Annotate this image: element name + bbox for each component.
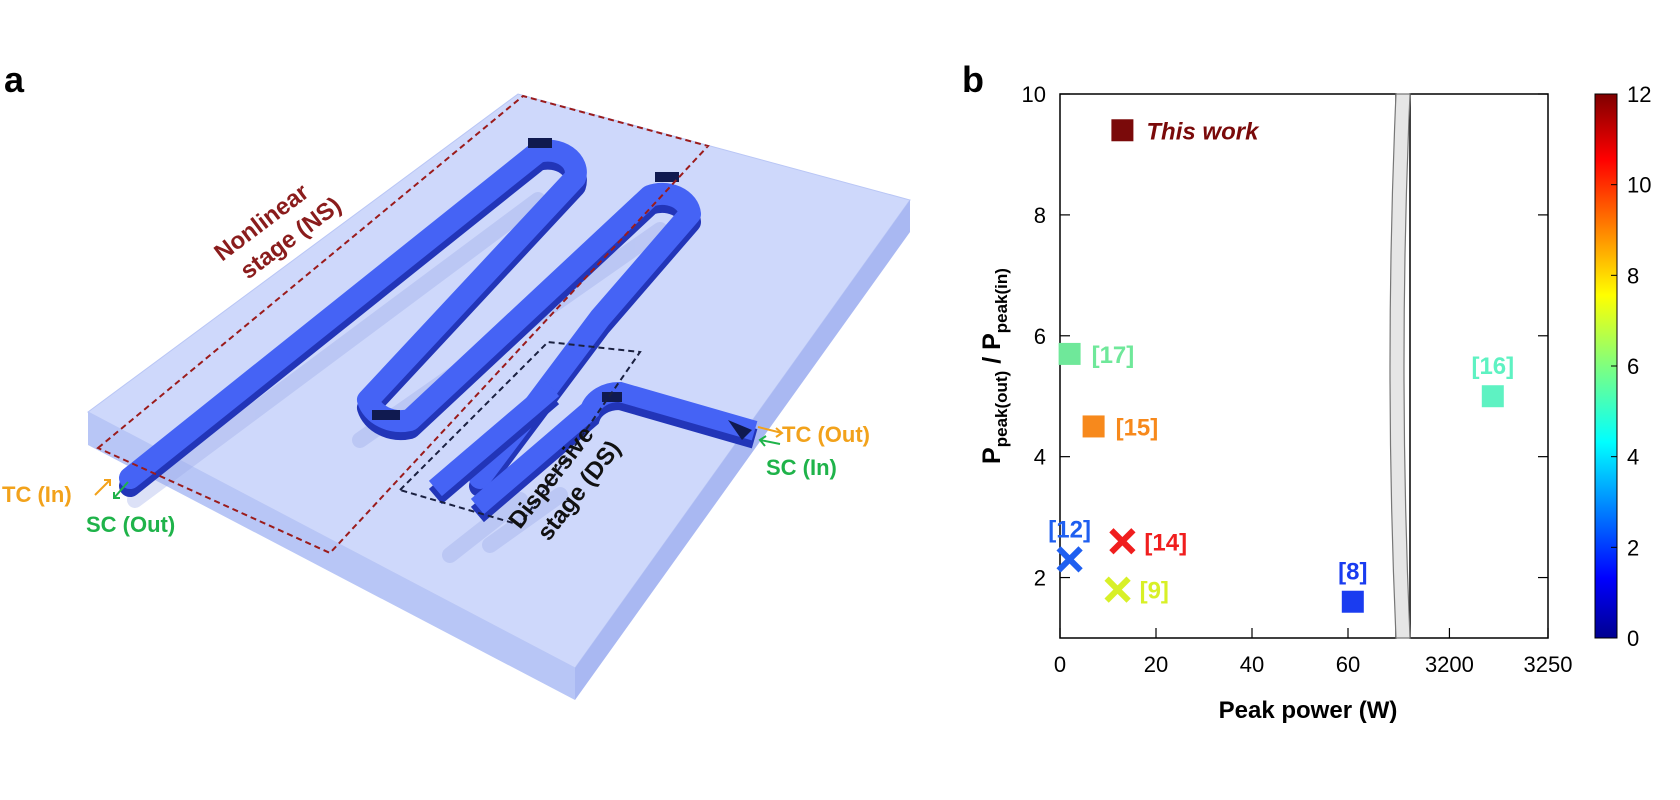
point-marker-square	[1111, 119, 1134, 142]
point-label: [9]	[1140, 578, 1169, 605]
y-axis-label-sub-in: peak(in)	[992, 268, 1011, 333]
y-axis-label-sub-out: peak(out)	[992, 371, 1011, 448]
bend-cap-3	[372, 410, 400, 420]
sc-in-label: SC (In)	[766, 455, 837, 480]
point-label: [15]	[1116, 414, 1159, 441]
point-label: [14]	[1144, 529, 1187, 556]
nonlinear-stage-box	[96, 94, 710, 555]
point-marker-square	[1481, 385, 1504, 408]
x-tick-label: 40	[1240, 652, 1264, 677]
axis-break	[1389, 93, 1411, 639]
colorbar-tick-label: 12	[1627, 82, 1651, 107]
colorbar-tick-label: 6	[1627, 354, 1639, 379]
tc-in-label: TC (In)	[2, 482, 72, 507]
colorbar-tick-label: 4	[1627, 445, 1639, 470]
x-tick-label: 20	[1144, 652, 1168, 677]
dispersive-waveguides	[428, 380, 758, 523]
colorbar-tick-label: 0	[1627, 626, 1639, 651]
substrate	[87, 93, 911, 700]
colorbar-ticks: 0 2 4 6 8 10 12	[1611, 82, 1651, 651]
point-marker-cross	[1109, 528, 1136, 555]
y-axis-ticks: 2 4 6 8 10	[1022, 82, 1548, 591]
point-marker-cross	[1056, 546, 1083, 573]
point-label: [8]	[1338, 559, 1367, 586]
tc-out-label: TC (Out)	[782, 422, 870, 447]
y-axis-label-main: P	[978, 447, 1006, 464]
point-label: [16]	[1471, 353, 1514, 380]
data-points: This work [17] [15] [12] [14] [9] [8] [16]	[1048, 118, 1514, 613]
point-marker-square	[1341, 590, 1364, 613]
tc-in-arrow	[94, 479, 111, 496]
y-tick-label: 6	[1034, 324, 1046, 349]
x-axis-ticks: 0 20 40 60 3200 3250	[1054, 628, 1573, 677]
point-marker-square	[1058, 342, 1081, 365]
bend-cap-2	[655, 172, 679, 182]
y-tick-label: 8	[1034, 203, 1046, 228]
panel-a: a	[2, 59, 911, 700]
y-tick-label: 2	[1034, 566, 1046, 591]
sc-in-arrow	[758, 435, 781, 447]
point-label: This work	[1146, 118, 1260, 145]
panel-a-label: a	[4, 59, 25, 100]
x-axis-label: Peak power (W)	[1219, 697, 1398, 724]
point-label: [17]	[1092, 342, 1135, 369]
colorbar-tick-label: 2	[1627, 535, 1639, 560]
ds-bend-dark	[602, 392, 622, 402]
x-tick-label: 0	[1054, 652, 1066, 677]
point-marker-cross	[1104, 576, 1131, 603]
substrate-front	[88, 412, 575, 700]
x-tick-label: 3200	[1425, 652, 1474, 677]
panel-b-label: b	[962, 59, 984, 100]
x-tick-label: 60	[1336, 652, 1360, 677]
dispersive-stage-box	[398, 340, 642, 527]
colorbar-tick-label: 10	[1627, 173, 1651, 198]
plot-frame-right	[1409, 93, 1549, 639]
sc-out-label: SC (Out)	[86, 512, 175, 537]
y-tick-label: 10	[1022, 82, 1046, 107]
tc-out-arrow	[757, 426, 784, 438]
sc-out-arrow	[113, 481, 129, 499]
bend-cap-1	[528, 138, 552, 148]
substrate-side	[575, 200, 910, 700]
x-tick-label: 3250	[1524, 652, 1573, 677]
output-facet	[728, 420, 752, 440]
colorbar-tick-label: 8	[1627, 263, 1639, 288]
point-label: [12]	[1048, 516, 1091, 543]
point-marker-square	[1082, 415, 1105, 438]
y-tick-label: 4	[1034, 445, 1046, 470]
y-axis-label: Ppeak(out) / Ppeak(in)	[978, 268, 1011, 464]
y-axis-label-slash: / P	[978, 333, 1006, 371]
